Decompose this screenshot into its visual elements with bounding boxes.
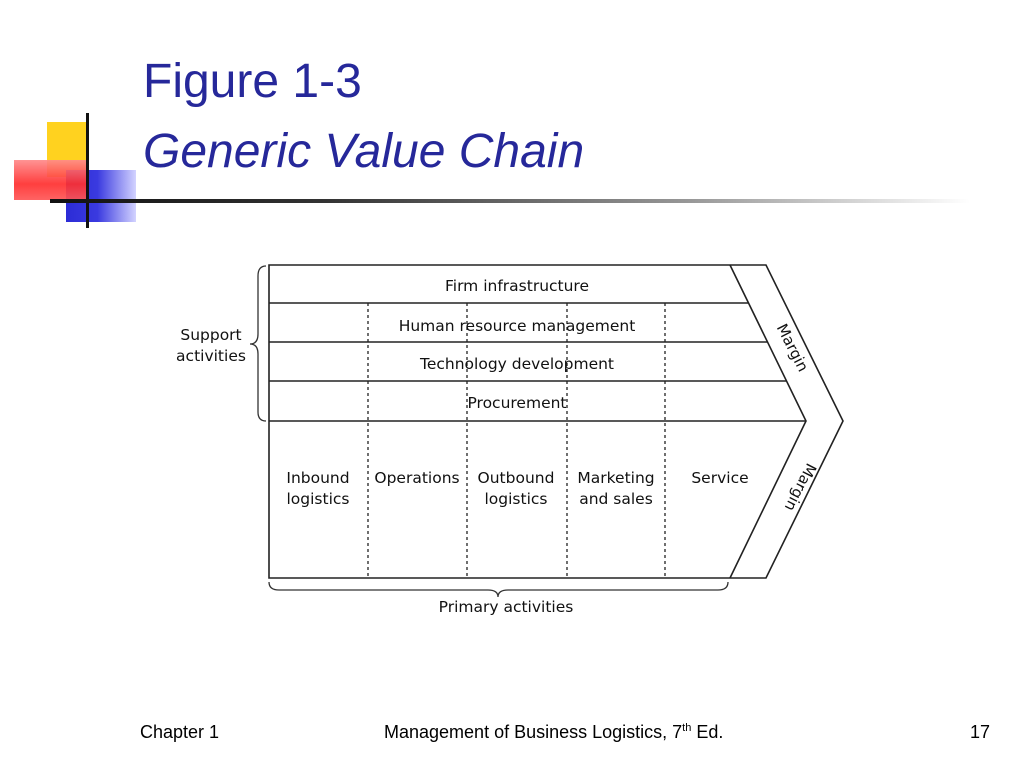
support-row-label: Procurement bbox=[467, 394, 566, 412]
title-underline bbox=[50, 199, 970, 203]
primary-brace bbox=[268, 581, 729, 598]
footer-page-number: 17 bbox=[970, 722, 991, 742]
primary-column-label: Outbound bbox=[478, 469, 555, 487]
support-activities-label: Support bbox=[180, 326, 241, 344]
footer-edition-suffix: Ed. bbox=[691, 722, 724, 742]
support-brace bbox=[249, 265, 267, 422]
value-chain-outline bbox=[268, 264, 844, 579]
footer-chapter: Chapter 1 bbox=[140, 722, 220, 742]
footer-book-title-text: Management of Business Logistics, 7 bbox=[384, 722, 683, 742]
support-row-label: Firm infrastructure bbox=[445, 277, 589, 295]
support-activities-label: activities bbox=[176, 347, 246, 365]
primary-activities-label: Primary activities bbox=[439, 598, 574, 616]
margin-label-bottom: Margin bbox=[781, 460, 820, 514]
footer-edition-superscript: th bbox=[682, 722, 692, 734]
footer-book-title: Management of Business Logistics, 7th Ed… bbox=[384, 722, 723, 743]
support-row-label: Human resource management bbox=[399, 317, 636, 335]
primary-column-label: logistics bbox=[287, 490, 350, 508]
primary-column-label: Inbound bbox=[286, 469, 349, 487]
slide-title: Figure 1-3 bbox=[143, 55, 362, 108]
support-row-label: Technology development bbox=[419, 355, 614, 373]
slide-subtitle: Generic Value Chain bbox=[143, 125, 585, 178]
primary-column-label: Operations bbox=[374, 469, 459, 487]
primary-column-label: logistics bbox=[485, 490, 548, 508]
primary-column-label: and sales bbox=[579, 490, 653, 508]
red-square-decoration bbox=[14, 160, 86, 200]
primary-column-label: Service bbox=[691, 469, 748, 487]
primary-column-label: Marketing bbox=[577, 469, 654, 487]
vertical-rule bbox=[86, 113, 89, 228]
